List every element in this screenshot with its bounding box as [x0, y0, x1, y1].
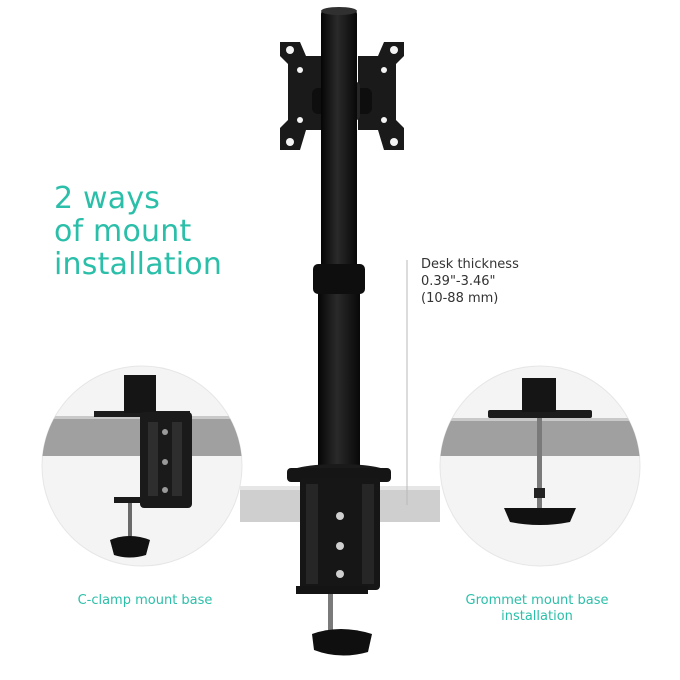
c-clamp-caption: C-clamp mount base	[77, 593, 213, 608]
grommet-caption-line-1: Grommet mount base	[465, 593, 609, 608]
grommet-caption-line-2: installation	[501, 609, 573, 624]
spec-inches: 0.39"-3.46"	[421, 274, 496, 289]
headline-line-1: 2 ways	[54, 181, 161, 216]
c-clamp-detail-circle	[41, 365, 243, 567]
headline-line-3: installation	[54, 247, 223, 282]
c-clamp-base	[287, 464, 391, 656]
headline: 2 ways of mount installation	[54, 182, 222, 281]
desk-thickness-spec: Desk thickness 0.39"-3.46" (10-88 mm)	[421, 256, 519, 307]
grommet-detail-circle	[439, 365, 641, 567]
spec-mm: (10-88 mm)	[421, 291, 499, 306]
headline-line-2: of mount	[54, 214, 192, 249]
spec-label: Desk thickness	[421, 257, 519, 272]
grommet-caption: Grommet mount base installation	[457, 593, 617, 625]
vertical-pole	[313, 7, 365, 474]
